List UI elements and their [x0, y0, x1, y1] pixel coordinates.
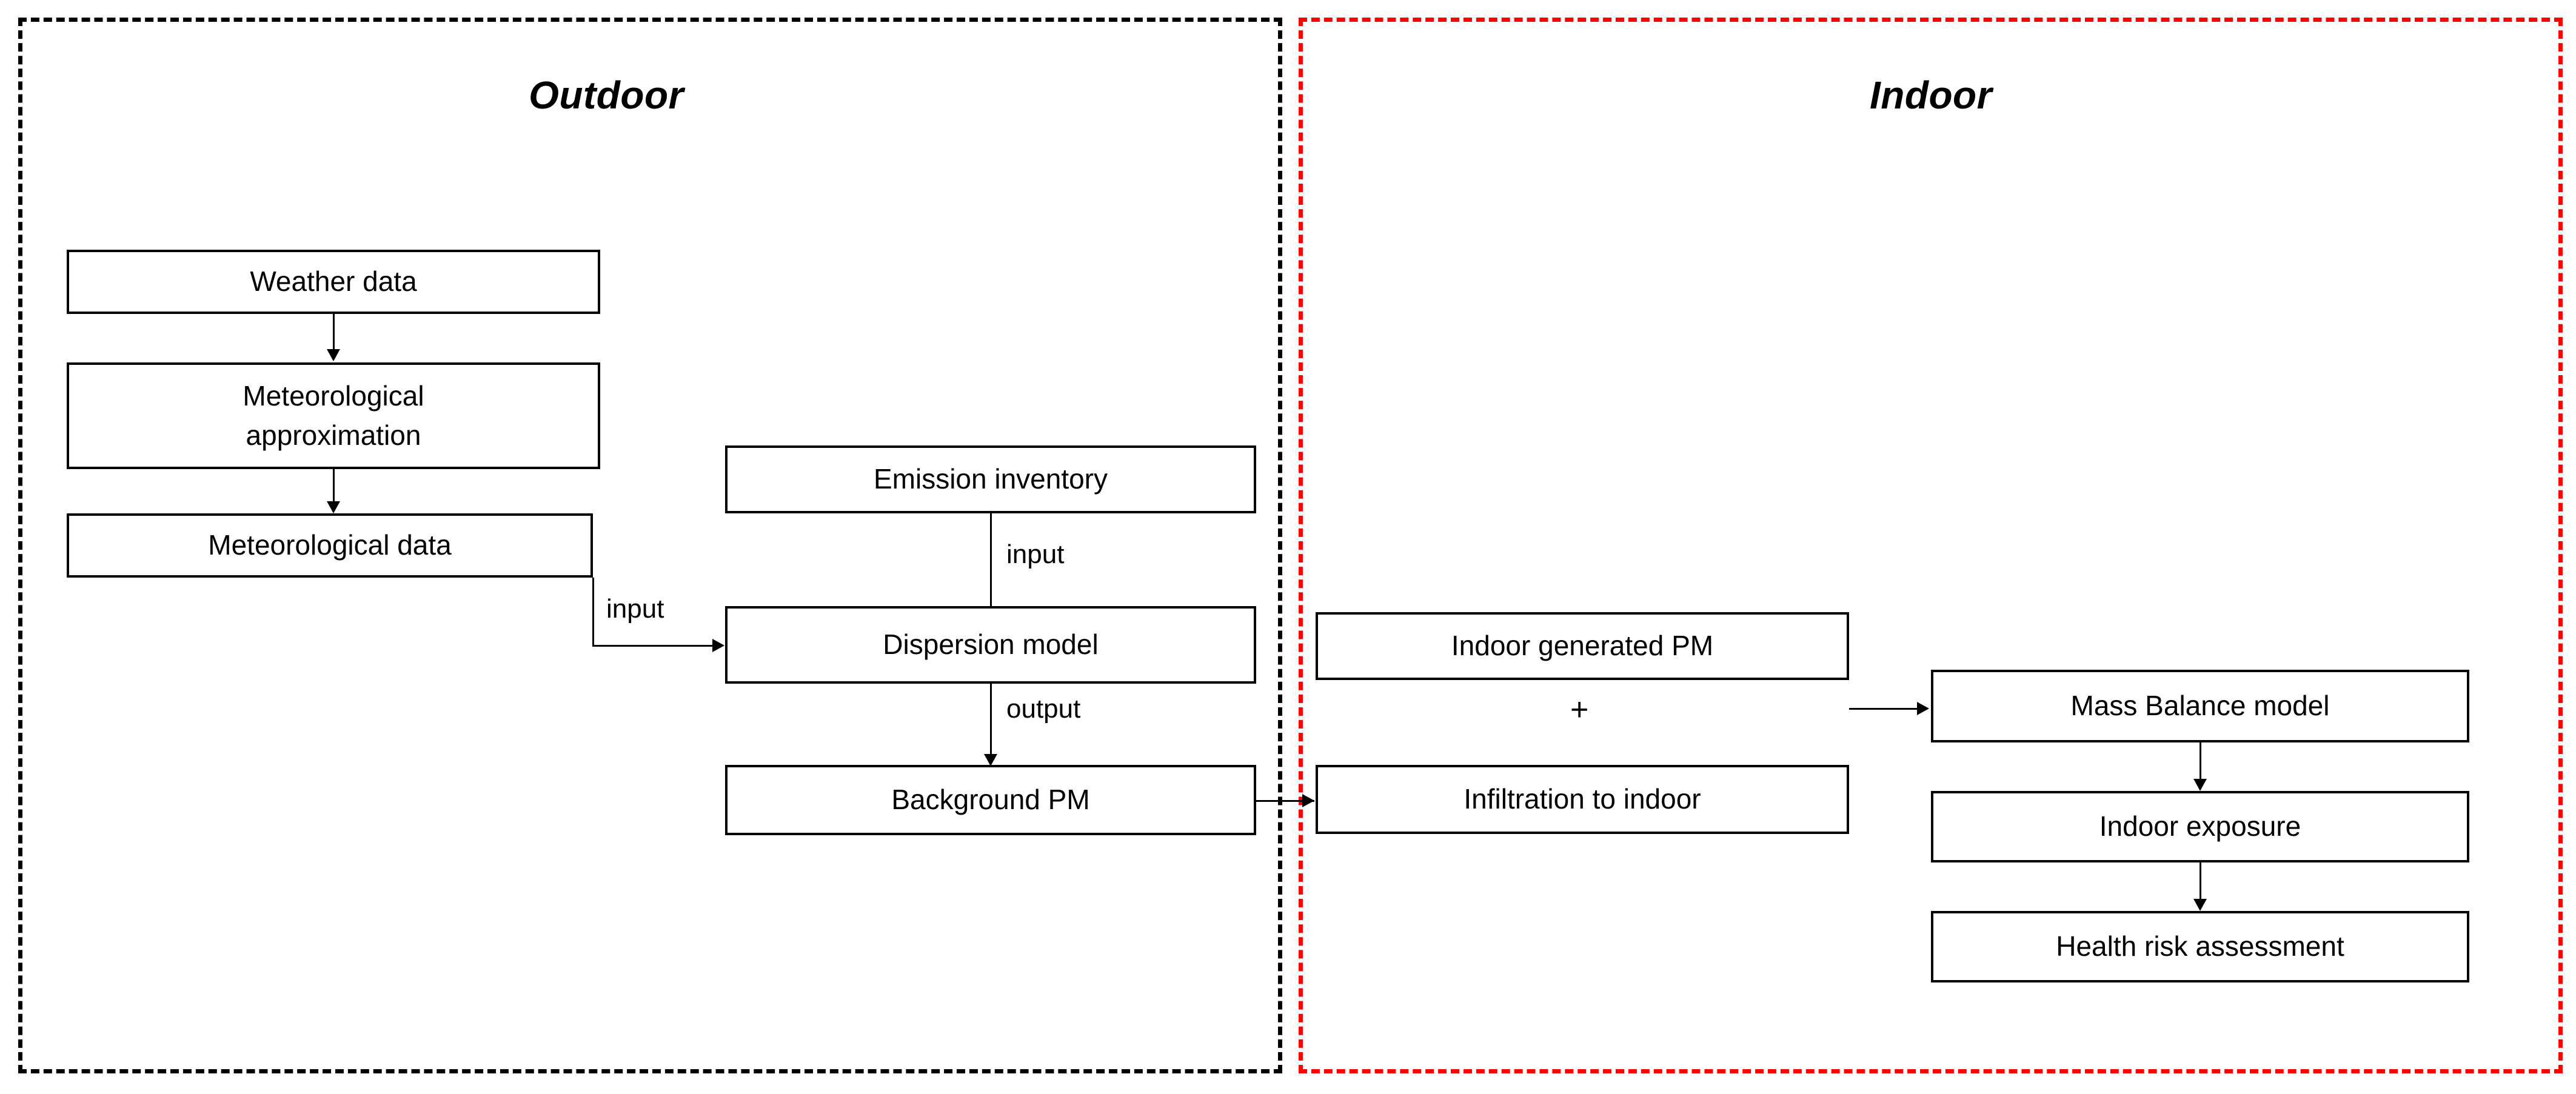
node-meteorological-data[interactable]: Meteorological data: [67, 513, 593, 578]
edge-label-met-to-dispersion: input: [606, 594, 664, 624]
connector-exposure-to-health-risk: [2200, 862, 2201, 900]
connector-emission-to-dispersion: [990, 513, 992, 616]
arrowhead-dispersion-to-background: [984, 754, 997, 766]
node-dispersion-model[interactable]: Dispersion model: [725, 606, 1256, 684]
arrowhead-exposure-to-health-risk: [2193, 899, 2207, 911]
arrowhead-mass-balance-to-exposure: [2193, 779, 2207, 791]
connector-met-data-to-dispersion: [592, 645, 714, 647]
arrowhead-combined-to-mass-balance: [1917, 702, 1929, 715]
connector-dispersion-to-background: [990, 684, 992, 755]
region-indoor: [1299, 18, 2563, 1073]
region-outdoor-title: Outdoor: [529, 73, 684, 117]
arrowhead-weather-to-met-approx: [327, 349, 340, 361]
connector-weather-to-met-approx: [333, 314, 335, 350]
node-met-approx-line2: approximation: [246, 419, 421, 451]
node-met-approx-line1: Meteorological: [243, 379, 424, 412]
node-health-risk-assessment[interactable]: Health risk assessment: [1931, 911, 2469, 982]
node-meteorological-approximation[interactable]: Meteorological approximation: [67, 362, 600, 469]
arrowhead-background-to-infiltration: [1302, 794, 1314, 807]
connector-met-approx-to-met-data: [333, 469, 335, 502]
connector-background-to-infiltration: [1256, 800, 1314, 802]
connector-mass-balance-to-exposure: [2200, 742, 2201, 780]
arrowhead-met-approx-to-met-data: [327, 501, 340, 513]
edge-label-dispersion-to-background: output: [1006, 694, 1081, 724]
edge-label-emission-to-dispersion: input: [1006, 539, 1065, 569]
region-indoor-title: Indoor: [1869, 73, 1993, 117]
node-emission-inventory[interactable]: Emission inventory: [725, 445, 1256, 513]
arrowhead-met-data-to-dispersion: [712, 639, 724, 652]
node-infiltration-to-indoor[interactable]: Infiltration to indoor: [1316, 765, 1849, 834]
combine-plus-symbol: +: [1570, 692, 1589, 727]
node-background-pm[interactable]: Background PM: [725, 765, 1256, 835]
node-indoor-generated-pm[interactable]: Indoor generated PM: [1316, 612, 1849, 680]
node-weather-data[interactable]: Weather data: [67, 250, 600, 314]
connector-met-data-drop: [592, 578, 594, 645]
node-indoor-exposure[interactable]: Indoor exposure: [1931, 791, 2469, 862]
region-outdoor: [18, 18, 1282, 1073]
connector-combined-to-mass-balance: [1849, 708, 1922, 710]
node-mass-balance-model[interactable]: Mass Balance model: [1931, 670, 2469, 742]
